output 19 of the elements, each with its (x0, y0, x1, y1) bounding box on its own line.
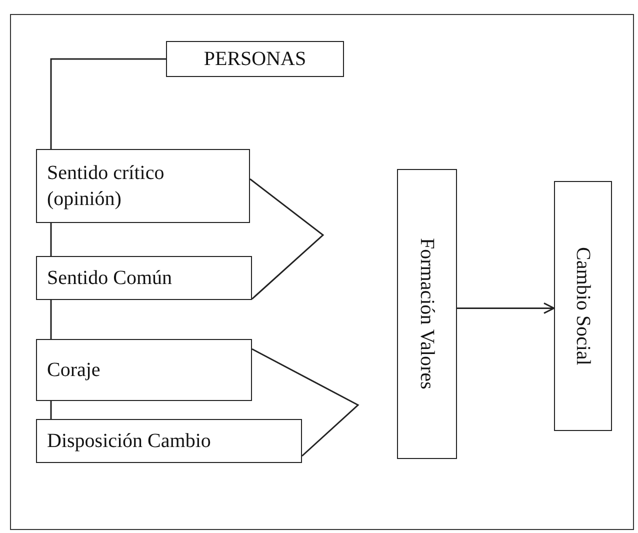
text-box (36, 256, 252, 300)
connector-line (50, 300, 52, 339)
text-box (36, 339, 252, 401)
connector-line (457, 302, 555, 314)
box-label: PERSONAS (204, 47, 306, 72)
box-label: Coraje (47, 358, 100, 383)
box-label: Disposición Cambio (47, 429, 211, 454)
box-label: Sentido crítico (opinión) (47, 161, 166, 212)
box-label: Formación Valores (415, 238, 439, 390)
text-box (36, 149, 250, 223)
connector-line (50, 401, 52, 419)
text-box (397, 169, 457, 459)
text-box (166, 41, 344, 77)
text-box (554, 181, 612, 431)
box-label: Sentido Común (47, 266, 172, 291)
connector-line (50, 223, 52, 256)
connector-line (50, 58, 166, 149)
text-box (36, 419, 302, 463)
box-label: Cambio Social (571, 246, 595, 366)
